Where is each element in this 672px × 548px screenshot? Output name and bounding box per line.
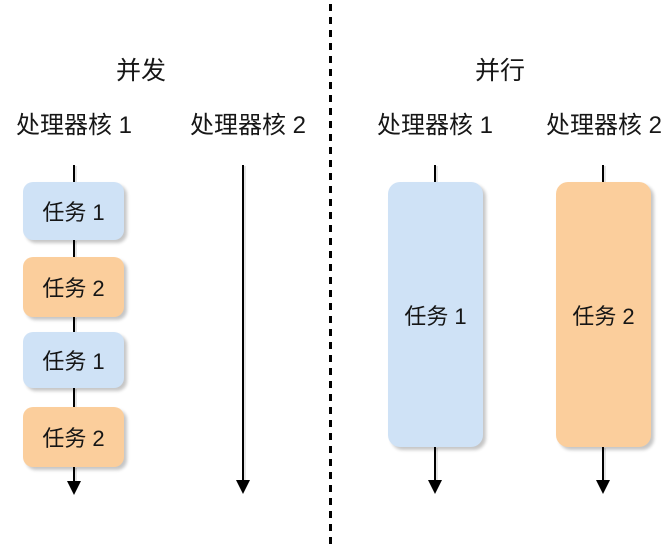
- arrow-down-icon: [596, 480, 610, 494]
- task-box: 任务 1: [23, 182, 124, 240]
- task-box: 任务 1: [23, 332, 124, 388]
- left-core1-header: 处理器核 1: [15, 112, 133, 139]
- task-box: 任务 2: [556, 182, 651, 447]
- task-box: 任务 2: [23, 257, 124, 317]
- panel-divider: [329, 4, 332, 545]
- timeline-connector: [73, 317, 75, 332]
- timeline-connector: [434, 165, 436, 182]
- arrow-down-icon: [236, 480, 250, 494]
- timeline-connector: [602, 165, 604, 182]
- task-label: 任务 2: [42, 426, 105, 451]
- timeline-connector: [434, 447, 436, 481]
- task-label: 任务 2: [572, 303, 635, 329]
- task-label: 任务 2: [42, 276, 105, 301]
- timeline-connector: [242, 165, 244, 480]
- task-label: 任务 1: [42, 200, 105, 225]
- arrow-down-icon: [428, 480, 442, 494]
- timeline-connector: [73, 467, 75, 483]
- timeline-connector: [602, 447, 604, 481]
- right-core2-header: 处理器核 2: [545, 112, 663, 139]
- task-label: 任务 1: [42, 349, 105, 374]
- timeline-connector: [73, 165, 75, 182]
- timeline-connector: [73, 240, 75, 257]
- right-core1-header: 处理器核 1: [376, 112, 494, 139]
- task-box: 任务 1: [388, 182, 483, 447]
- left-core2-header: 处理器核 2: [189, 112, 307, 139]
- arrow-down-icon: [67, 481, 81, 495]
- timeline-connector: [73, 388, 75, 407]
- concurrency-title: 并发: [115, 57, 167, 85]
- task-box: 任务 2: [23, 407, 124, 467]
- parallelism-title: 并行: [474, 57, 526, 85]
- task-label: 任务 1: [404, 303, 467, 329]
